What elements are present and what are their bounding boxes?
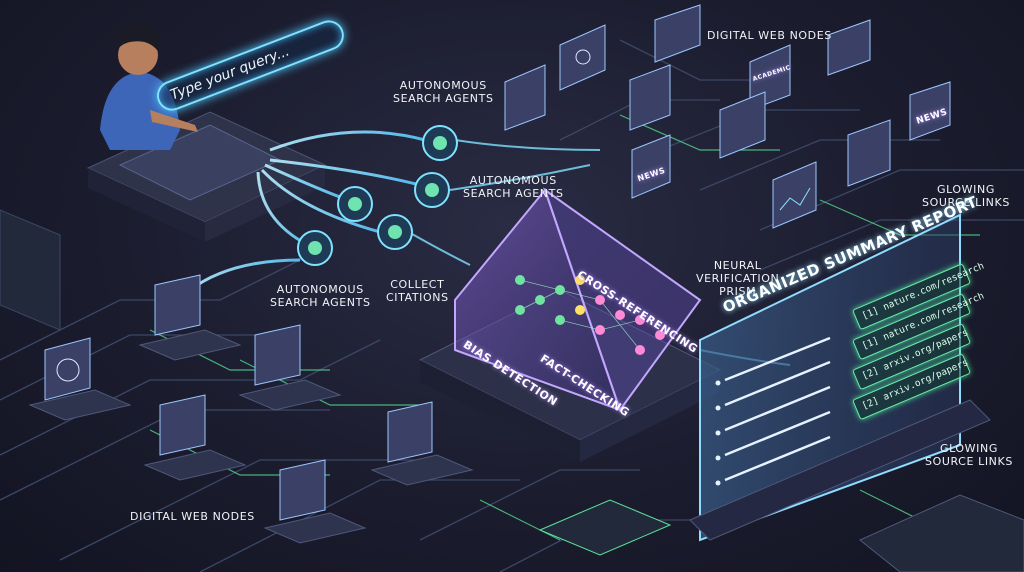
user-avatar	[100, 23, 198, 150]
web-nodes-bottom	[28, 274, 474, 544]
label-line: VERIFICATION	[696, 272, 780, 285]
agent-orb	[297, 230, 333, 266]
web-node	[719, 91, 766, 159]
web-node	[138, 274, 242, 361]
label-digital-web-nodes-bottom: DIGITAL WEB NODES	[130, 510, 255, 523]
agent-orb	[337, 186, 373, 222]
label-line: AUTONOMOUS	[469, 174, 557, 187]
label-line: GLOWING	[939, 442, 998, 455]
circuit-chips	[0, 209, 1024, 572]
web-node	[263, 459, 367, 544]
web-node	[238, 324, 342, 411]
label-line: NEURAL	[713, 259, 762, 272]
web-node	[772, 161, 817, 229]
web-node	[631, 134, 671, 199]
label-line: GLOWING	[936, 183, 995, 196]
query-cables	[189, 130, 426, 292]
label-line: SOURCE LINKS	[925, 455, 1013, 468]
label-line: AUTONOMOUS	[399, 79, 487, 92]
label-digital-web-nodes-top: DIGITAL WEB NODES	[707, 29, 832, 42]
agent-orb	[414, 172, 450, 208]
label-glowing-links-bottom: GLOWING SOURCE LINKS	[925, 442, 1013, 468]
label-line: AUTONOMOUS	[276, 283, 364, 296]
label-agents-low: AUTONOMOUS SEARCH AGENTS	[270, 283, 371, 309]
label-line: SEARCH AGENTS	[463, 187, 564, 200]
web-node	[654, 4, 701, 63]
web-node	[559, 24, 606, 91]
agent-orb	[422, 125, 458, 161]
web-nodes-top	[504, 4, 951, 229]
web-node	[909, 81, 951, 141]
web-node	[629, 64, 671, 131]
label-neural-prism: NEURAL VERIFICATION PRISM	[696, 259, 779, 298]
web-node	[143, 394, 247, 481]
agent-orb	[377, 214, 413, 250]
label-line: COLLECT	[390, 278, 445, 291]
label-glowing-links-top: GLOWING SOURCE LINKS	[922, 183, 1010, 209]
agent-orbs	[297, 125, 458, 266]
label-line: SEARCH AGENTS	[270, 296, 371, 309]
label-agents-mid: AUTONOMOUS SEARCH AGENTS	[463, 174, 564, 200]
label-line: CITATIONS	[386, 291, 449, 304]
web-node	[370, 401, 474, 486]
label-agents-top: AUTONOMOUS SEARCH AGENTS	[393, 79, 494, 105]
label-line: PRISM	[719, 285, 757, 298]
neural-network	[515, 275, 665, 355]
web-node	[504, 64, 546, 131]
label-line: SEARCH AGENTS	[393, 92, 494, 105]
label-collect-citations: COLLECT CITATIONS	[386, 278, 449, 304]
label-line: SOURCE LINKS	[922, 196, 1010, 209]
web-node	[847, 119, 891, 187]
web-node	[827, 19, 871, 76]
web-node	[28, 337, 132, 421]
